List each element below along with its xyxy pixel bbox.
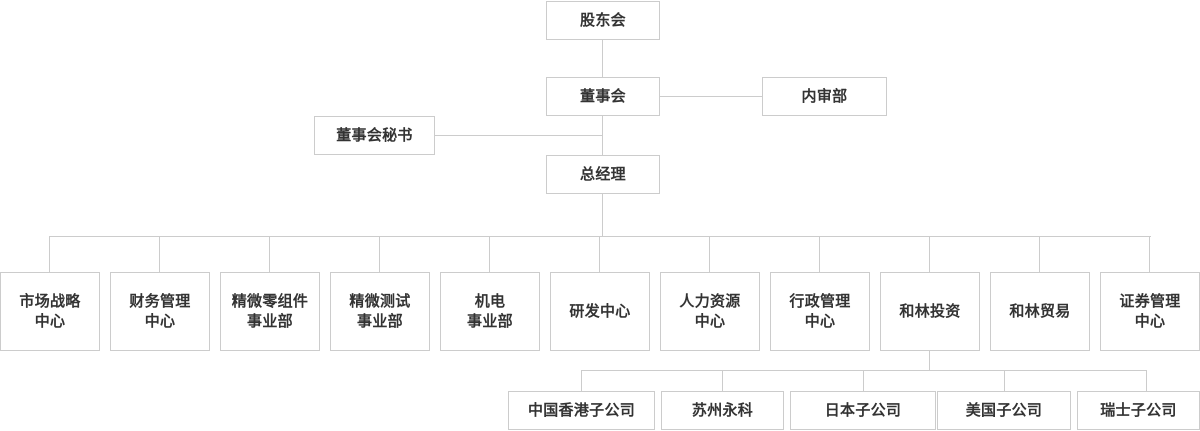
node-shareholders-meeting[interactable]: 股东会	[546, 1, 660, 40]
connector-drop-administration	[819, 236, 820, 272]
connector-drop-hongkong-subsidiary	[581, 370, 582, 391]
connector-drop-precision-testing	[379, 236, 380, 272]
connector-drop-usa-subsidiary	[1004, 370, 1005, 391]
connector-drop-suzhou-yongke	[722, 370, 723, 391]
connector-drop-switzerland-subsidiary	[1146, 370, 1147, 391]
connector-department-bus	[49, 236, 1151, 237]
connector-board-to-general-manager	[602, 116, 603, 155]
node-department-market-strategy[interactable]: 市场战略 中心	[0, 272, 100, 351]
connector-drop-securities	[1149, 236, 1150, 272]
connector-general-manager-stem	[602, 194, 603, 236]
connector-board-to-secretary-horizontal	[435, 135, 602, 136]
connector-drop-japan-subsidiary	[863, 370, 864, 391]
node-general-manager[interactable]: 总经理	[546, 155, 660, 194]
node-subsidiary-japan[interactable]: 日本子公司	[790, 391, 936, 430]
node-internal-audit[interactable]: 内审部	[762, 77, 887, 116]
connector-drop-helin-trade	[1039, 236, 1040, 272]
node-department-administration[interactable]: 行政管理 中心	[770, 272, 870, 351]
connector-drop-precision-components	[269, 236, 270, 272]
connector-drop-market-strategy	[49, 236, 50, 272]
node-department-electromechanical[interactable]: 机电 事业部	[440, 272, 540, 351]
node-department-securities[interactable]: 证券管理 中心	[1100, 272, 1200, 351]
node-department-hr[interactable]: 人力资源 中心	[660, 272, 760, 351]
connector-drop-finance	[159, 236, 160, 272]
connector-drop-electromechanical	[489, 236, 490, 272]
node-department-helin-trade[interactable]: 和林贸易	[990, 272, 1090, 351]
node-department-precision-testing[interactable]: 精微测试 事业部	[330, 272, 430, 351]
connector-subsidiary-bus	[581, 370, 1147, 371]
node-subsidiary-hongkong[interactable]: 中国香港子公司	[508, 391, 655, 430]
node-department-helin-investment[interactable]: 和林投资	[880, 272, 980, 351]
connector-helin-investment-stem	[929, 351, 930, 370]
node-subsidiary-suzhou-yongke[interactable]: 苏州永科	[661, 391, 784, 430]
node-department-rnd[interactable]: 研发中心	[550, 272, 650, 351]
connector-board-to-internal-audit	[660, 96, 762, 97]
node-board-secretary[interactable]: 董事会秘书	[314, 116, 435, 155]
connector-drop-rnd	[599, 236, 600, 272]
connector-shareholders-to-board	[602, 40, 603, 77]
connector-drop-hr	[709, 236, 710, 272]
node-department-precision-components[interactable]: 精微零组件 事业部	[220, 272, 320, 351]
node-board-of-directors[interactable]: 董事会	[546, 77, 660, 116]
node-subsidiary-switzerland[interactable]: 瑞士子公司	[1077, 391, 1200, 430]
node-subsidiary-usa[interactable]: 美国子公司	[937, 391, 1071, 430]
connector-drop-helin-investment	[929, 236, 930, 272]
node-department-finance[interactable]: 财务管理 中心	[110, 272, 210, 351]
